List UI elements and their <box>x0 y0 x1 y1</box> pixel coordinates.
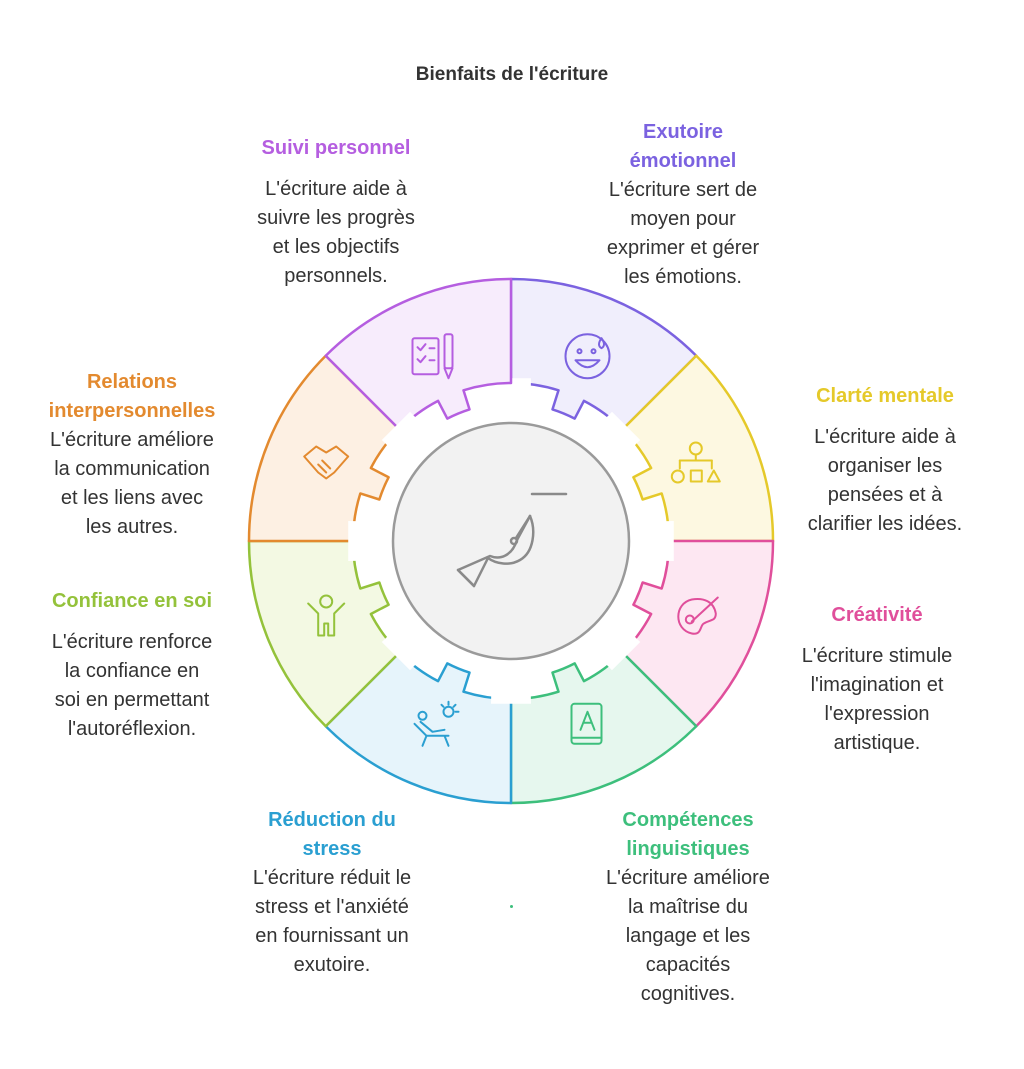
benefit-suivi-title: Suivi personnel <box>261 137 411 159</box>
benefit-confiance-title: Confiance en soi <box>51 590 213 612</box>
fountain-pen-nib-icon <box>456 492 568 588</box>
benefit-competences: Compétences linguistiques L'écriture amé… <box>578 806 798 1009</box>
wheel-icons <box>303 333 721 747</box>
benefit-stress: Réduction du stress L'écriture réduit le… <box>222 806 442 980</box>
benefit-exutoire-title: Exutoire émotionnel <box>629 121 737 172</box>
benefit-confiance: Confiance en soi L'écriture renforce la … <box>22 587 242 744</box>
center-hub <box>391 421 631 661</box>
lightbulb-shapes-icon <box>670 441 721 484</box>
benefit-suivi: Suivi personnel L'écriture aide à suivre… <box>226 134 446 291</box>
book-letter-icon <box>570 702 603 745</box>
checklist-pen-icon <box>411 333 454 380</box>
benefit-creativite: Créativité L'écriture stimule l'imaginat… <box>777 601 977 758</box>
benefit-exutoire: Exutoire émotionnel L'écriture sert de m… <box>573 118 793 292</box>
segment-separator <box>381 411 440 470</box>
happy-face-tear-icon <box>564 333 611 380</box>
person-arms-up-icon <box>307 594 346 637</box>
segment-separator <box>491 378 531 421</box>
segment-separator <box>381 612 440 671</box>
benefit-clarte-title: Clarté mentale <box>816 385 954 407</box>
handshake-icon <box>303 445 350 480</box>
segment-separator <box>582 411 641 470</box>
decorative-dot <box>510 905 513 908</box>
benefit-confiance-desc: L'écriture renforce la confiance en soi … <box>51 631 213 740</box>
palette-brush-icon <box>677 596 719 635</box>
benefit-relations-title: Relations interpersonnelles <box>48 371 216 422</box>
benefit-relations-desc: L'écriture améliore la communication et … <box>50 429 214 538</box>
benefit-stress-title: Réduction du stress <box>268 809 396 860</box>
benefit-creativite-desc: L'écriture stimule l'imagination et l'ex… <box>801 645 953 754</box>
segment-separator <box>631 521 674 561</box>
benefit-exutoire-desc: L'écriture sert de moyen pour exprimer e… <box>606 179 760 288</box>
benefit-clarte: Clarté mentale L'écriture aide à organis… <box>775 382 995 539</box>
benefit-suivi-desc: L'écriture aide à suivre les progrès et … <box>257 178 415 287</box>
segment-separator <box>348 521 391 561</box>
page-title: Bienfaits de l'écriture <box>415 64 609 85</box>
benefit-competences-desc: L'écriture améliore la maîtrise du langa… <box>606 867 770 1005</box>
segment-separator <box>582 612 641 671</box>
benefit-competences-title: Compétences linguistiques <box>622 809 754 860</box>
benefit-stress-desc: L'écriture réduit le stress et l'anxiété… <box>252 867 412 976</box>
benefit-relations: Relations interpersonnelles L'écriture a… <box>20 368 244 542</box>
segment-separator <box>491 661 531 704</box>
benefit-creativite-title: Créativité <box>831 604 923 626</box>
lounge-chair-sun-icon <box>413 700 460 747</box>
benefit-clarte-desc: L'écriture aide à organiser les pensées … <box>807 426 963 535</box>
segment-suivi <box>324 277 513 431</box>
